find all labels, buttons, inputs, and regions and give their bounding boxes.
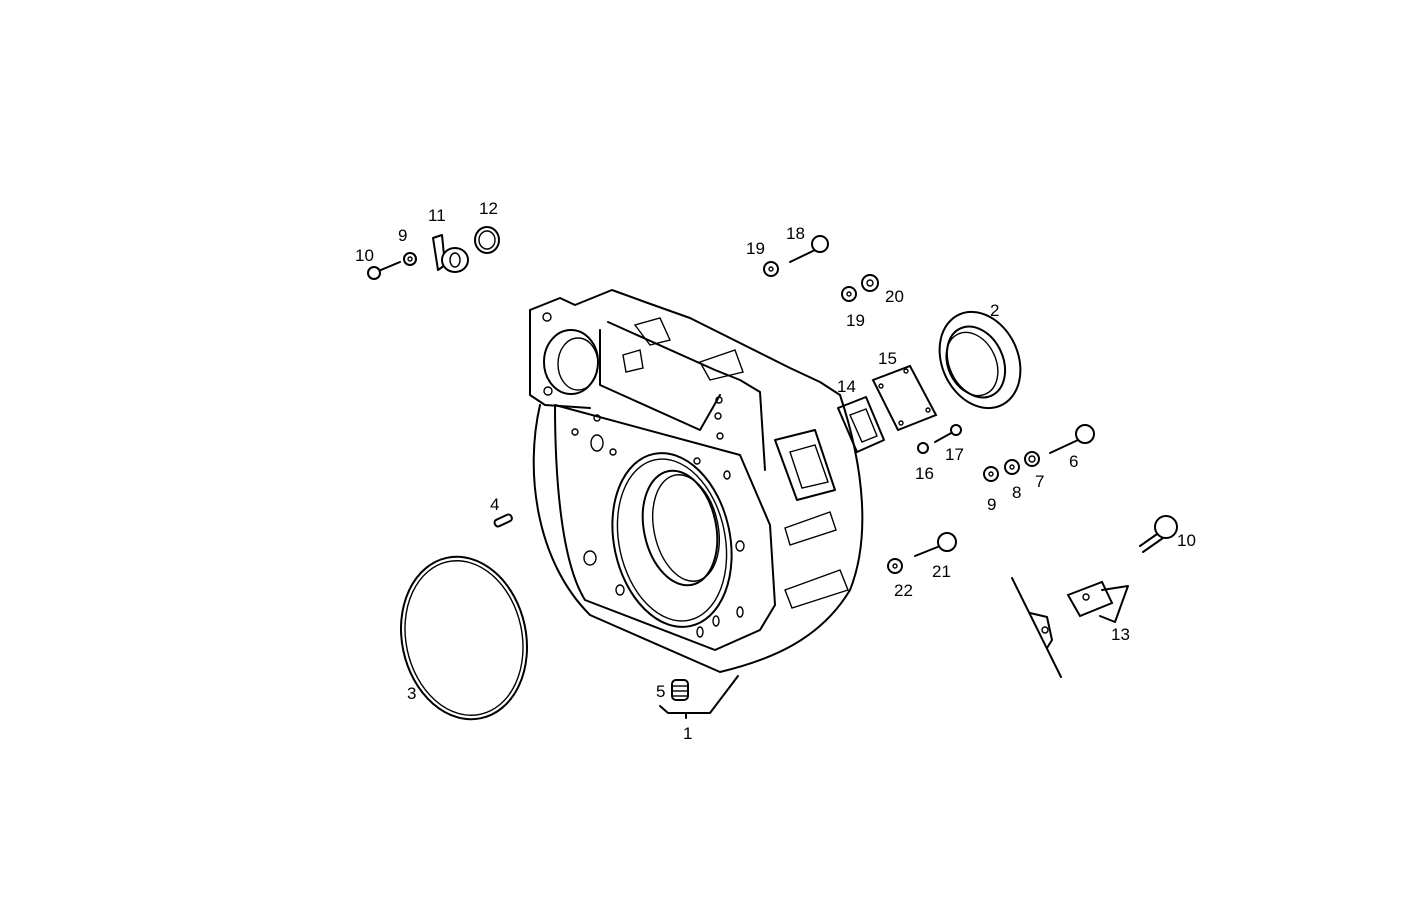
callout-5: 5 bbox=[656, 682, 666, 701]
flywheel-housing-drawing bbox=[529, 289, 864, 719]
hardware-drawings bbox=[367, 226, 1178, 678]
callout-9: 9 bbox=[398, 226, 408, 245]
callout-20: 20 bbox=[885, 287, 904, 306]
callout-22: 22 bbox=[894, 581, 913, 600]
callout-7: 7 bbox=[1035, 472, 1045, 491]
callout-4: 4 bbox=[490, 495, 500, 514]
callout-18: 18 bbox=[786, 224, 805, 243]
callout-8: 8 bbox=[1012, 483, 1022, 502]
callout-17: 17 bbox=[945, 445, 964, 464]
callout-21: 21 bbox=[932, 562, 951, 581]
callout-16: 16 bbox=[915, 464, 934, 483]
callout-10: 10 bbox=[355, 246, 374, 265]
callout-14: 14 bbox=[837, 377, 856, 396]
callout-9: 9 bbox=[987, 495, 997, 514]
callout-19: 19 bbox=[846, 311, 865, 330]
gasket-cover-drawing bbox=[837, 364, 938, 453]
callout-15: 15 bbox=[878, 349, 897, 368]
callout-12: 12 bbox=[479, 199, 498, 218]
seal-ring-drawing bbox=[938, 310, 1022, 410]
o-ring-drawing bbox=[400, 555, 528, 721]
callout-10: 10 bbox=[1177, 531, 1196, 550]
callout-2: 2 bbox=[990, 301, 1000, 320]
callout-13: 13 bbox=[1111, 625, 1130, 644]
dowel-pin-drawing bbox=[493, 513, 513, 528]
callout-6: 6 bbox=[1069, 452, 1079, 471]
callout-19: 19 bbox=[746, 239, 765, 258]
callout-11: 11 bbox=[428, 206, 446, 225]
callout-3: 3 bbox=[407, 684, 417, 703]
callout-1: 1 bbox=[683, 724, 693, 743]
plug-drawing bbox=[671, 679, 689, 701]
